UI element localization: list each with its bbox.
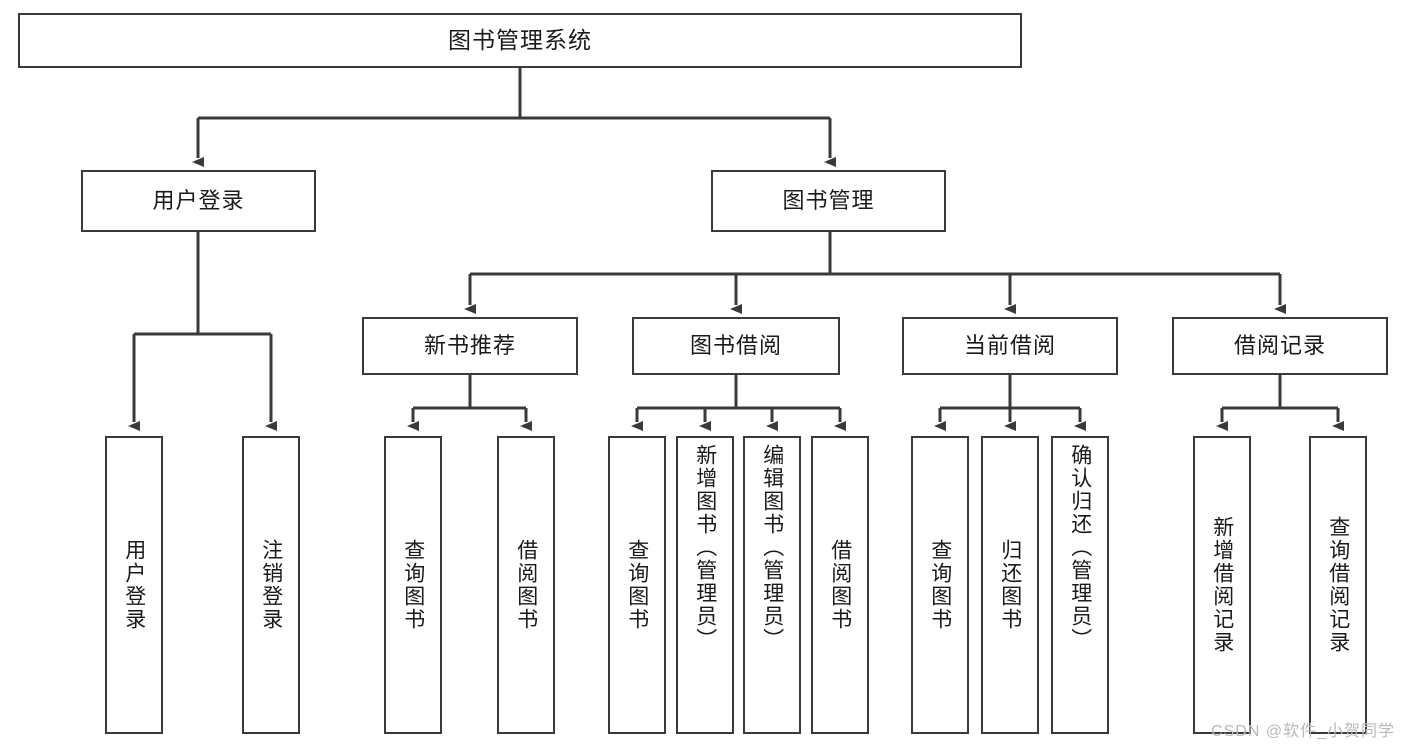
leaf-label: 查询图书 (928, 539, 952, 631)
leaf-current-borrow-return[interactable]: 归还图书 (981, 436, 1039, 734)
leaf-label: 归还图书 (998, 539, 1022, 631)
leaf-label: 借阅图书 (514, 539, 538, 631)
node-book-management-label: 图书管理 (782, 187, 875, 213)
leaf-current-borrow-confirm-return[interactable]: 确认归还（管理员） (1051, 436, 1109, 734)
leaf-label: 注销登录 (259, 539, 283, 631)
leaf-label: 查询借阅记录 (1326, 516, 1350, 654)
leaf-new-book-borrow[interactable]: 借阅图书 (497, 436, 555, 734)
leaf-label: 借阅图书 (828, 539, 852, 631)
node-book-management[interactable]: 图书管理 (711, 170, 946, 232)
leaf-book-borrow-edit[interactable]: 编辑图书（管理员） (743, 436, 801, 734)
node-borrow-record-label: 借阅记录 (1233, 332, 1326, 358)
node-new-book-recommend-label: 新书推荐 (423, 332, 516, 358)
node-current-borrow-label: 当前借阅 (963, 332, 1056, 358)
node-borrow-record[interactable]: 借阅记录 (1172, 317, 1388, 375)
leaf-label: 查询图书 (401, 539, 425, 631)
node-user-login-label: 用户登录 (152, 187, 245, 213)
leaf-user-login-login[interactable]: 用户登录 (105, 436, 163, 734)
leaf-book-borrow-query[interactable]: 查询图书 (608, 436, 666, 734)
node-new-book-recommend[interactable]: 新书推荐 (362, 317, 578, 375)
leaf-label: 用户登录 (122, 539, 146, 631)
node-book-borrow[interactable]: 图书借阅 (632, 317, 840, 375)
node-user-login[interactable]: 用户登录 (81, 170, 316, 232)
leaf-label: 编辑图书（管理员） (760, 444, 784, 651)
watermark: CSDN @软件_小贺同学 (1211, 723, 1395, 740)
leaf-label: 确认归还（管理员） (1068, 444, 1092, 651)
leaf-borrow-record-add[interactable]: 新增借阅记录 (1193, 436, 1251, 734)
leaf-label: 新增图书（管理员） (693, 444, 717, 651)
node-root-system[interactable]: 图书管理系统 (18, 13, 1022, 68)
leaf-label: 新增借阅记录 (1210, 516, 1234, 654)
leaf-borrow-record-query[interactable]: 查询借阅记录 (1309, 436, 1367, 734)
leaf-label: 查询图书 (625, 539, 649, 631)
leaf-book-borrow-borrow[interactable]: 借阅图书 (811, 436, 869, 734)
leaf-book-borrow-add[interactable]: 新增图书（管理员） (676, 436, 734, 734)
leaf-user-login-logout[interactable]: 注销登录 (242, 436, 300, 734)
node-book-borrow-label: 图书借阅 (689, 332, 782, 358)
node-current-borrow[interactable]: 当前借阅 (902, 317, 1118, 375)
leaf-current-borrow-query[interactable]: 查询图书 (911, 436, 969, 734)
node-root-label: 图书管理系统 (448, 26, 592, 53)
leaf-new-book-query[interactable]: 查询图书 (384, 436, 442, 734)
